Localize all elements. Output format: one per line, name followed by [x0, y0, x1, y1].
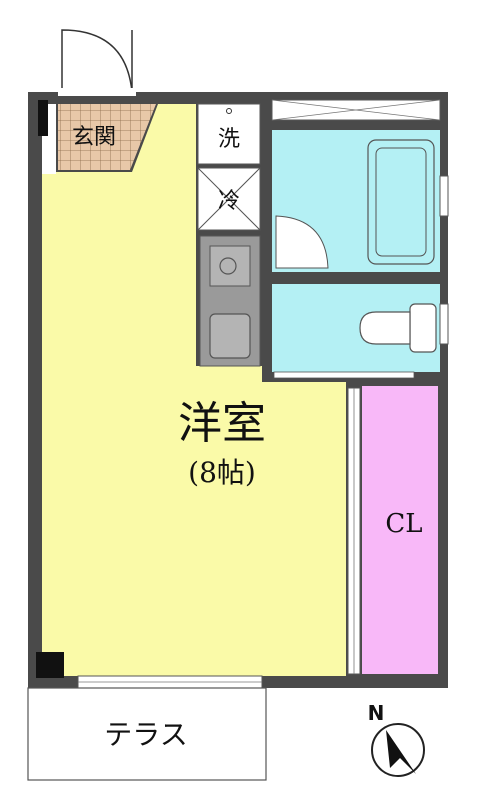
entrance-shoe-box [38, 100, 48, 136]
western-room-size-label: (8帖) [188, 456, 256, 489]
entrance-label: 玄関 [72, 125, 116, 150]
toilet-door [273, 371, 415, 379]
corner-column [36, 652, 64, 678]
laundry-label: 洗 [218, 127, 240, 152]
toilet-window [439, 303, 449, 345]
toilet-bowl [359, 311, 411, 345]
fridge-label: 冷 [218, 189, 240, 214]
bathtub [367, 139, 435, 265]
north-label: N [368, 701, 385, 725]
compass-needle-icon [386, 730, 416, 774]
closet-label: CL [385, 509, 422, 539]
bathroom-door [275, 215, 329, 269]
closet-floor [362, 386, 438, 674]
toilet-tank [409, 303, 437, 353]
western-room-label: 洋室 [178, 398, 266, 449]
sink-icon [209, 313, 251, 359]
entrance-door [61, 29, 133, 93]
stove-icon [209, 245, 251, 287]
entrance-floor [58, 104, 156, 170]
drain-icon [226, 108, 232, 114]
western-room-floor [42, 104, 346, 676]
terrace-label: テラス [104, 718, 187, 751]
terrace [27, 687, 267, 781]
bath-window [439, 175, 449, 217]
